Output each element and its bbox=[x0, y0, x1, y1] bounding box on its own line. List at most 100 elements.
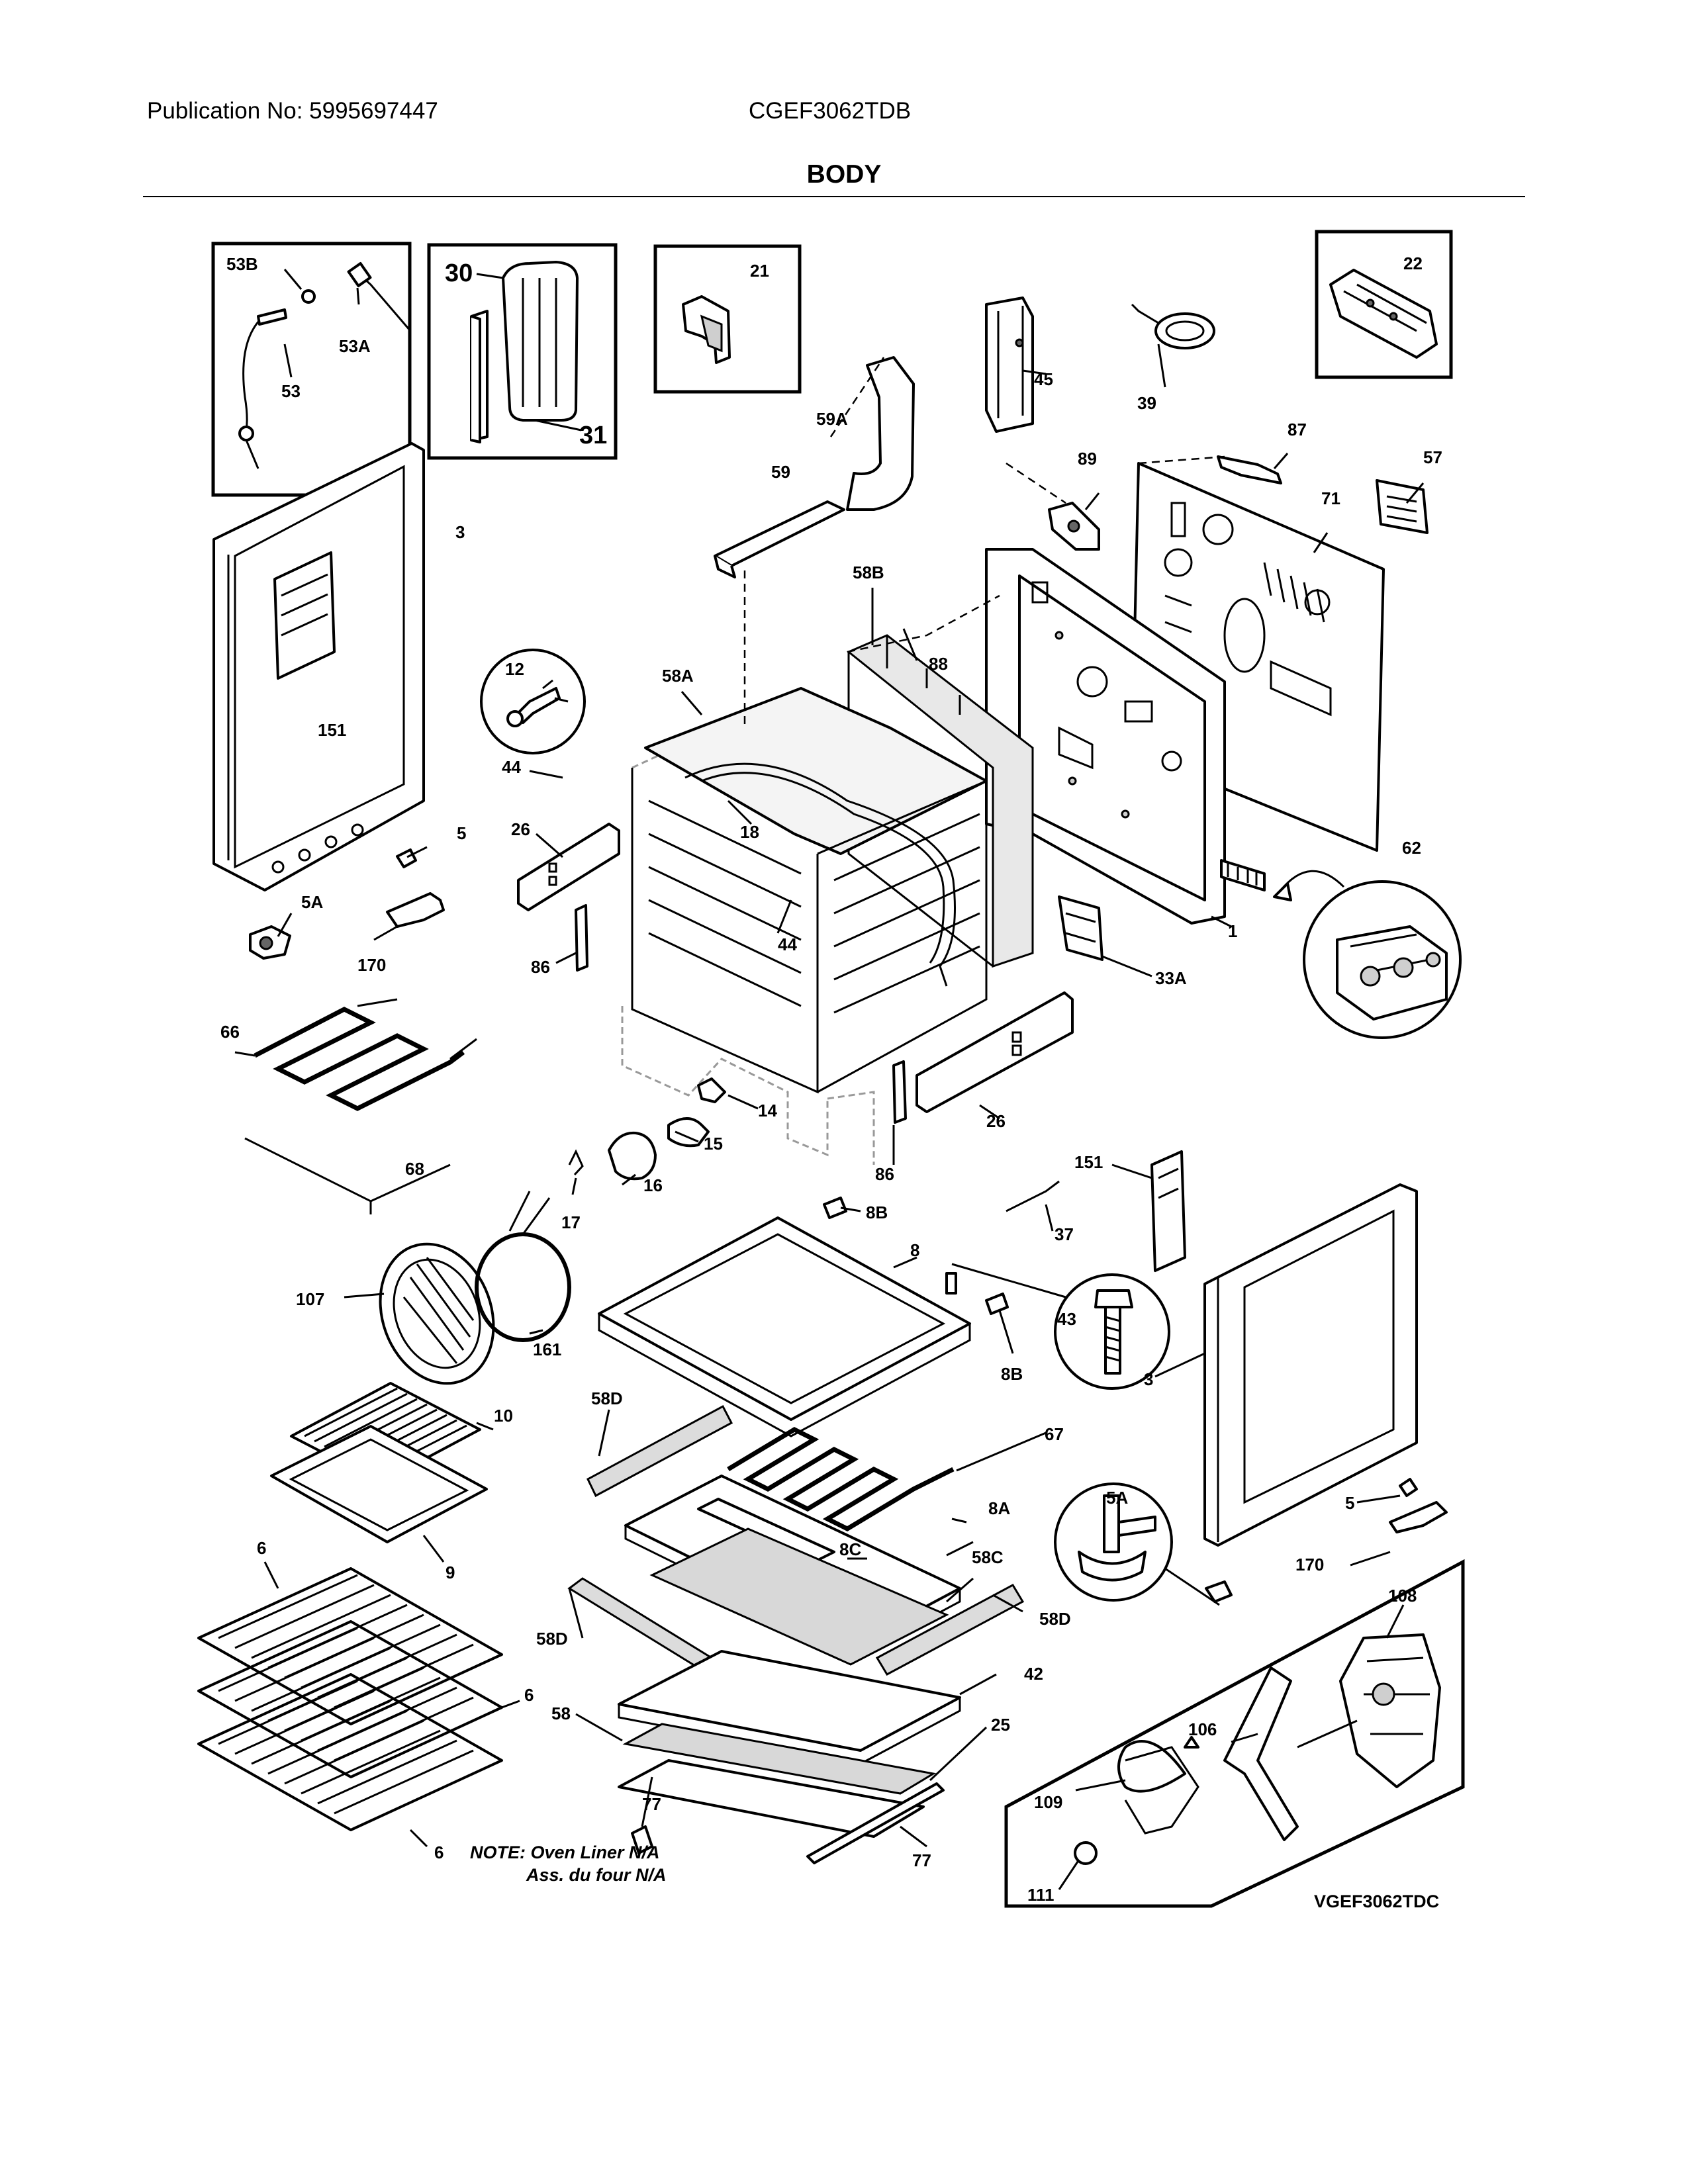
label-53B: 53B bbox=[226, 254, 258, 274]
inset-part-21 bbox=[653, 244, 802, 394]
duct-59 bbox=[714, 500, 845, 578]
hinge-parts-right bbox=[1205, 1478, 1448, 1603]
bake-element-67 bbox=[727, 1427, 955, 1531]
label-5-left: 5 bbox=[457, 823, 466, 843]
label-9: 9 bbox=[445, 1563, 455, 1582]
insulation-58 bbox=[622, 1723, 937, 1795]
label-170-left: 170 bbox=[357, 955, 386, 975]
label-14: 14 bbox=[758, 1101, 777, 1120]
part-87-plate bbox=[1217, 455, 1282, 484]
label-59: 59 bbox=[771, 462, 790, 482]
label-68: 68 bbox=[405, 1159, 424, 1179]
callout-circle-43 bbox=[945, 1263, 1170, 1390]
label-58D-top: 58D bbox=[591, 1388, 623, 1408]
label-10: 10 bbox=[494, 1406, 513, 1426]
label-6-bottom: 6 bbox=[434, 1843, 444, 1862]
label-66: 66 bbox=[220, 1022, 240, 1042]
label-39: 39 bbox=[1137, 393, 1156, 413]
label-58D-right: 58D bbox=[1039, 1609, 1071, 1629]
fan-cover-107 bbox=[379, 1242, 495, 1385]
oven-racks-6 bbox=[197, 1567, 503, 1831]
inset-part-22 bbox=[1315, 230, 1453, 379]
diagram-code: VGEF3062TDC bbox=[1314, 1891, 1439, 1911]
door-panel-3-left bbox=[212, 442, 425, 891]
label-5A-right: 5A bbox=[1106, 1488, 1128, 1508]
label-8A: 8A bbox=[988, 1498, 1010, 1518]
duct-59A bbox=[846, 356, 915, 511]
label-5A-left: 5A bbox=[301, 892, 323, 912]
label-108: 108 bbox=[1388, 1586, 1417, 1606]
label-33A: 33A bbox=[1155, 968, 1187, 988]
oven-cavity-58A bbox=[621, 687, 988, 1165]
callout-circle-62 bbox=[1273, 870, 1462, 1039]
label-44-upper: 44 bbox=[502, 757, 521, 777]
label-18: 18 bbox=[740, 822, 759, 842]
publication-number: Publication No: 5995697447 bbox=[147, 98, 438, 124]
power-cord-39 bbox=[1131, 303, 1215, 349]
label-15: 15 bbox=[704, 1134, 723, 1154]
label-44-lower: 44 bbox=[778, 934, 797, 954]
label-42: 42 bbox=[1024, 1664, 1043, 1684]
side-rail-26-right bbox=[892, 991, 1074, 1124]
label-87: 87 bbox=[1288, 420, 1307, 439]
callout-circle-5A bbox=[1054, 1482, 1220, 1606]
label-12: 12 bbox=[505, 659, 524, 679]
inset-convection-fan bbox=[1004, 1559, 1465, 1908]
label-6-top: 6 bbox=[257, 1538, 266, 1558]
label-17: 17 bbox=[561, 1212, 581, 1232]
label-22: 22 bbox=[1403, 253, 1423, 273]
door-panel-3-right bbox=[1150, 1150, 1418, 1547]
part-8B-clips bbox=[823, 1197, 1009, 1315]
part-33A bbox=[1058, 895, 1103, 961]
header-rule bbox=[143, 196, 1525, 197]
inset-thermostat-sensor bbox=[211, 242, 412, 497]
insulation-58C bbox=[649, 1527, 949, 1666]
lamp-parts bbox=[568, 1077, 726, 1181]
label-37: 37 bbox=[1055, 1224, 1074, 1244]
label-53A: 53A bbox=[339, 336, 371, 356]
label-77-right: 77 bbox=[912, 1850, 931, 1870]
label-45: 45 bbox=[1034, 369, 1053, 389]
label-31: 31 bbox=[579, 422, 607, 449]
label-5-right: 5 bbox=[1345, 1493, 1354, 1513]
label-57: 57 bbox=[1423, 447, 1442, 467]
label-62: 62 bbox=[1402, 838, 1421, 858]
label-109: 109 bbox=[1034, 1792, 1062, 1812]
label-88: 88 bbox=[929, 654, 948, 674]
callout-circle-12 bbox=[480, 649, 586, 754]
note-line-1: NOTE: Oven Liner N/A bbox=[470, 1843, 660, 1862]
rails-77 bbox=[631, 1782, 945, 1864]
label-170-right: 170 bbox=[1295, 1555, 1324, 1574]
label-71: 71 bbox=[1321, 488, 1340, 508]
label-6-middle: 6 bbox=[524, 1685, 534, 1705]
note-line-2: Ass. du four N/A bbox=[526, 1865, 667, 1885]
oven-bottom-8 bbox=[598, 1216, 971, 1437]
label-8B-top: 8B bbox=[866, 1203, 888, 1222]
label-58A: 58A bbox=[662, 666, 694, 686]
broil-pan-9 bbox=[270, 1425, 488, 1543]
part-62-terminal-block bbox=[1220, 859, 1266, 891]
label-86-right: 86 bbox=[875, 1164, 894, 1184]
broil-element-66 bbox=[254, 998, 477, 1111]
label-8C: 8C bbox=[839, 1539, 861, 1559]
part-45-bracket bbox=[985, 296, 1034, 433]
label-161: 161 bbox=[533, 1340, 561, 1359]
label-58: 58 bbox=[551, 1704, 571, 1723]
label-3-right: 3 bbox=[1144, 1369, 1153, 1389]
label-16: 16 bbox=[643, 1175, 663, 1195]
label-86-left: 86 bbox=[531, 957, 550, 977]
label-59A: 59A bbox=[816, 409, 848, 429]
label-43: 43 bbox=[1057, 1309, 1076, 1329]
label-106: 106 bbox=[1188, 1719, 1217, 1739]
label-107: 107 bbox=[296, 1289, 324, 1309]
label-67: 67 bbox=[1045, 1424, 1064, 1444]
label-30: 30 bbox=[445, 259, 473, 287]
frame-1 bbox=[985, 548, 1226, 925]
label-151-left: 151 bbox=[318, 720, 346, 740]
base-panel-25 bbox=[618, 1759, 925, 1838]
label-58B: 58B bbox=[853, 563, 884, 582]
convection-element-161 bbox=[475, 1191, 571, 1342]
label-3-left: 3 bbox=[455, 522, 465, 542]
label-8: 8 bbox=[910, 1240, 919, 1260]
